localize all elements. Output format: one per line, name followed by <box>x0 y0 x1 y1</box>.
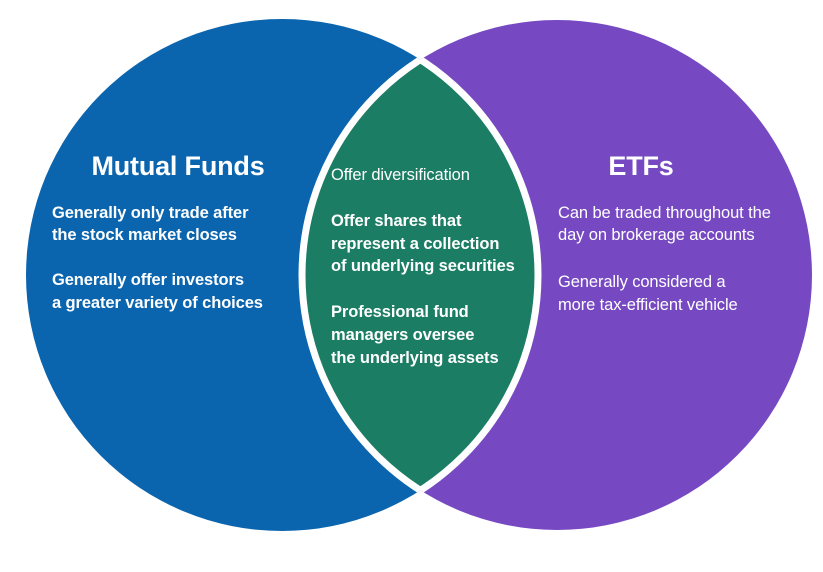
left-panel-item-2: Generally offer investors a greater vari… <box>52 269 310 315</box>
center-panel-item-3-line-1: Professional fund <box>331 303 469 322</box>
center-panel-item-1-line-1: Offer diversification <box>331 166 470 184</box>
center-panel-item-2-line-1: Offer shares that <box>331 211 462 230</box>
center-panel-item-1: Offer diversification <box>331 164 536 187</box>
left-panel-item-1-line-1: Generally only trade after <box>52 203 249 222</box>
right-panel-item-2-line-2: more tax-efficient vehicle <box>558 295 738 314</box>
center-panel-item-3-line-2: managers oversee <box>331 325 475 344</box>
right-panel-item-1-line-1: Can be traded throughout the <box>558 203 771 222</box>
center-panel-item-2-line-3: of underlying securities <box>331 257 515 276</box>
center-panel-item-2: Offer shares that represent a collection… <box>331 210 536 278</box>
right-panel-item-1-line-2: day on brokerage accounts <box>558 226 755 245</box>
left-panel-item-1: Generally only trade after the stock mar… <box>52 202 310 248</box>
right-panel-item-2: Generally considered a more tax-efficien… <box>558 271 806 317</box>
center-panel-item-2-line-2: represent a collection <box>331 234 500 253</box>
right-panel-title: ETFs <box>608 151 674 181</box>
left-panel-item-1-line-2: the stock market closes <box>52 226 237 245</box>
center-panel-item-3-line-3: the underlying assets <box>331 348 499 367</box>
right-panel-item-1: Can be traded throughout the day on brok… <box>558 202 806 248</box>
center-panel-item-3: Professional fund managers oversee the u… <box>331 301 536 369</box>
center-panel-shared: Offer diversification Offer shares that … <box>331 164 536 369</box>
left-panel-item-2-line-2: a greater variety of choices <box>52 293 263 312</box>
left-panel-item-2-line-1: Generally offer investors <box>52 271 244 290</box>
left-panel-title: Mutual Funds <box>91 151 265 181</box>
intersection-lens <box>298 19 538 531</box>
right-panel-item-2-line-1: Generally considered a <box>558 273 726 292</box>
right-panel-etfs: ETFs Can be traded throughout the day on… <box>556 151 806 317</box>
lens-left-edge-stroke <box>302 20 542 530</box>
left-panel-mutual-funds: Mutual Funds Generally only trade after … <box>46 151 310 315</box>
